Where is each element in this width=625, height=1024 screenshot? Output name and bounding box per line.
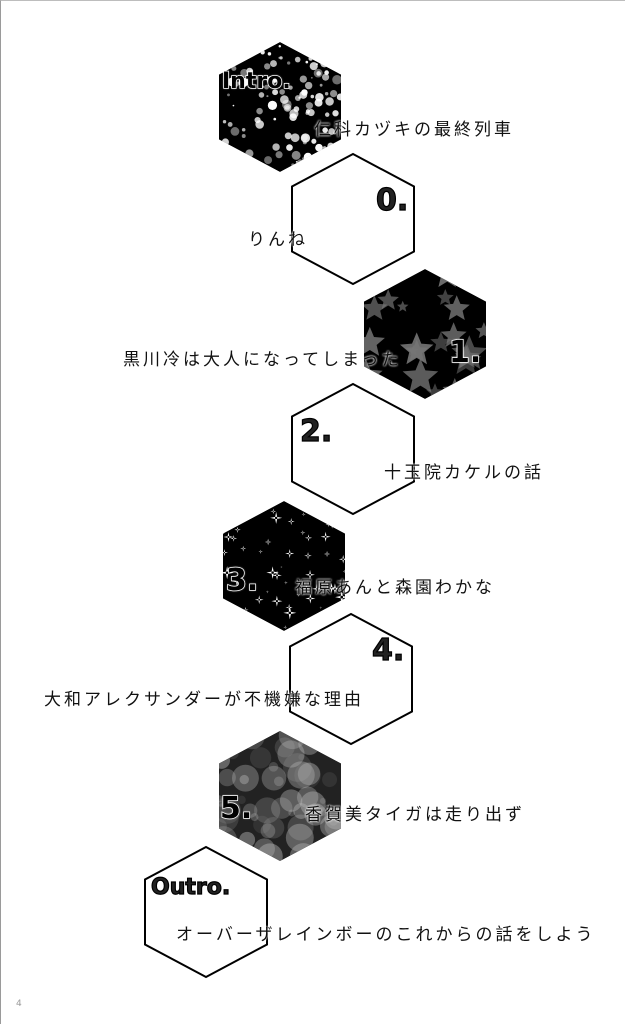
hexagon-outline — [289, 612, 413, 746]
entry-title-outro[interactable]: オーバーザレインボーのこれからの話をしよう — [176, 925, 596, 945]
hexagon-outline — [291, 382, 415, 516]
entry-title-intro[interactable]: 仁科カヅキの最終列車 — [314, 120, 514, 140]
entry-title-4[interactable]: 大和アレクサンダーが不機嫌な理由 — [44, 690, 364, 710]
hexagon-outline — [291, 152, 415, 286]
entry-title-0[interactable]: りんね — [248, 230, 308, 250]
hexagon-outline — [144, 845, 268, 979]
entry-label-2: 2. — [299, 414, 333, 449]
entry-label-outro: Outro. — [150, 875, 231, 900]
hexagon-bokeh-texture — [219, 731, 341, 861]
entry-label-intro: Intro. — [221, 69, 291, 94]
entry-label-0: 0. — [375, 183, 409, 218]
entry-title-1[interactable]: 黒川冷は大人になってしまった — [123, 350, 402, 370]
entry-title-3[interactable]: 福原あんと森園わかな — [295, 578, 495, 598]
entry-title-2[interactable]: 十玉院カケルの話 — [384, 463, 544, 483]
entry-label-5: 5. — [219, 791, 253, 826]
page-number: 4 — [16, 999, 22, 1009]
entry-label-3: 3. — [225, 563, 259, 598]
entry-label-4: 4. — [371, 633, 405, 668]
hexagon-stars-texture — [364, 269, 486, 399]
entry-title-5[interactable]: 香賀美タイガは走り出ず — [305, 805, 525, 825]
entry-label-1: 1. — [448, 335, 482, 370]
hexagon-dots-texture — [219, 42, 341, 172]
